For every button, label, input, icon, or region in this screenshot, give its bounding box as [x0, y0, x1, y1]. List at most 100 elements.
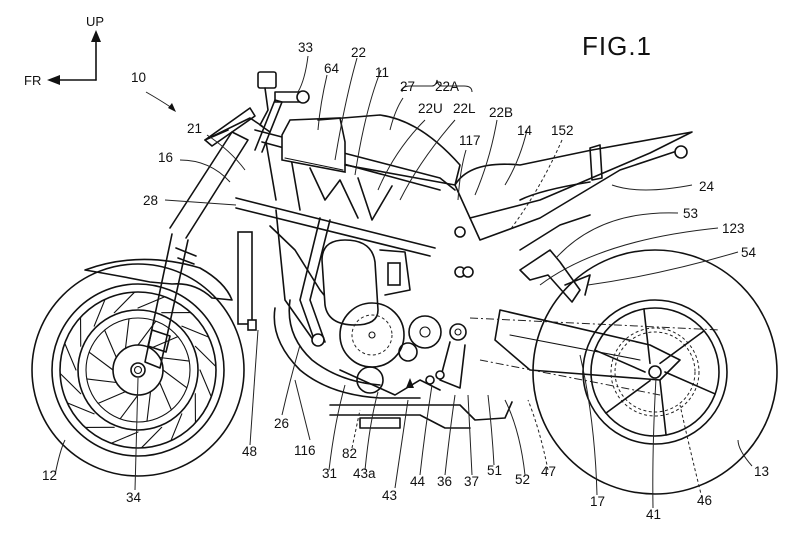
exhaust-pipe: [273, 299, 513, 429]
front-fender: [84, 258, 233, 301]
rear-spoke: [643, 308, 651, 365]
label-ref-116: 116: [294, 443, 316, 458]
front-rim-vent: [181, 325, 210, 338]
label-handlebar: 33: [298, 40, 313, 55]
front-wheel: [31, 263, 245, 477]
label-engine: 31: [322, 466, 337, 481]
leader-lines: [54, 55, 753, 509]
front-wheel-vents: [59, 291, 217, 449]
front-rim-vent: [137, 296, 166, 309]
front-disc-vent: [97, 391, 127, 404]
front-rim-vent: [113, 291, 136, 314]
front-disc-vent: [159, 381, 172, 411]
front-rim-vent: [64, 342, 77, 371]
front-disc-vent: [119, 394, 139, 420]
label-pivot: 37: [464, 474, 479, 489]
label-down-tube: 26: [274, 416, 289, 431]
muffler: [329, 401, 513, 421]
label-front-wheel: 12: [42, 468, 57, 483]
label-main-frame-rear: 22B: [489, 105, 513, 120]
handlebar-grip-end: [296, 90, 310, 104]
fuel-tank: [317, 114, 461, 186]
pivot-bolt: [449, 323, 467, 341]
drive-sprocket: [408, 315, 442, 349]
front-disc-vent: [162, 369, 188, 389]
label-ref-123: 123: [722, 221, 745, 236]
label-frame-ref: 11: [375, 65, 389, 80]
label-rear-axle: 41: [646, 507, 661, 522]
group-bracket: [401, 79, 473, 93]
up-label: UP: [86, 14, 104, 29]
head-pipe: [204, 117, 263, 141]
rear-wheel-spokes: [594, 308, 716, 436]
label-head-pipe: 21: [187, 121, 202, 136]
label-main-frame-upper: 22U: [418, 101, 443, 116]
label-stay-54: 54: [741, 245, 757, 260]
rear-frame: [469, 145, 688, 251]
label-exhaust: 47: [541, 464, 556, 479]
up-arrow-icon: [91, 30, 101, 42]
front-rim-vent: [140, 426, 163, 449]
front-fork-bridge: [204, 107, 256, 147]
rear-tire: [532, 249, 778, 495]
front-disc-vent: [149, 336, 179, 349]
label-stay-53: 53: [683, 206, 698, 221]
rear-spoke: [664, 371, 716, 395]
label-seat: 14: [517, 123, 533, 138]
front-rim-vent: [110, 431, 139, 444]
label-engine-part-43a: 43a: [353, 466, 376, 481]
engine-bracket: [439, 341, 466, 389]
radiator: [237, 231, 257, 331]
front-disc-vent: [86, 378, 117, 384]
label-front-fork: 16: [158, 150, 173, 165]
front-label: FR: [24, 73, 41, 88]
rear-wheel: [532, 249, 778, 495]
label-front-axle: 34: [126, 490, 142, 505]
rear-spoke: [594, 349, 646, 373]
label-frame-front: 28: [143, 193, 158, 208]
label-drive-sprocket: 36: [437, 474, 452, 489]
rear-spoke: [659, 330, 705, 365]
label-rear-wheel: 13: [754, 464, 769, 479]
front-rim-vent: [66, 402, 95, 415]
front-tire: [31, 263, 245, 477]
label-step-51: 51: [487, 463, 502, 478]
front-disc-vent: [124, 318, 130, 349]
chain-line-upper: [469, 317, 721, 331]
label-ref-117: 117: [459, 133, 481, 148]
label-main-frame-group: 22A: [435, 79, 459, 94]
rear-spoke: [605, 379, 651, 414]
label-radiator: 48: [242, 444, 257, 459]
chain-line-lower: [479, 359, 661, 396]
label-vehicle: 10: [131, 70, 146, 85]
front-rim-vent: [93, 298, 106, 327]
figure-title: FIG.1: [582, 31, 652, 61]
label-rear-frame: 24: [699, 179, 715, 194]
front-rim-vent: [170, 413, 183, 442]
rear-frame-end-bolt: [674, 145, 688, 159]
front-disc-vent: [159, 356, 190, 362]
engine: [321, 239, 467, 396]
oil-filter: [356, 366, 384, 394]
handlebar-clamp: [257, 71, 277, 89]
label-main-frame-lower: 22L: [453, 101, 476, 116]
reference-labels: 10 33 22 64 11 27 22A 22U 22L 22B 14 152…: [42, 40, 769, 522]
swing-arm: [469, 309, 721, 396]
rear-axle-bolt: [648, 365, 662, 379]
label-airbox: 64: [324, 61, 340, 76]
airbox: [281, 117, 346, 173]
front-disc-vent: [88, 351, 114, 371]
front-disc-vent: [146, 391, 152, 422]
front-axle-bolt: [130, 362, 146, 378]
label-step-52: 52: [515, 472, 530, 487]
label-fuel-tank: 27: [400, 79, 415, 94]
seat: [454, 131, 693, 219]
handlebar: [257, 71, 310, 133]
label-main-frame: 22: [351, 45, 366, 60]
rear-sprocket: [610, 327, 700, 417]
front-rim-vent: [199, 369, 212, 398]
front-rim-vent: [59, 372, 82, 395]
rear-spoke: [659, 379, 667, 436]
label-engine-part-43: 43: [382, 488, 397, 503]
